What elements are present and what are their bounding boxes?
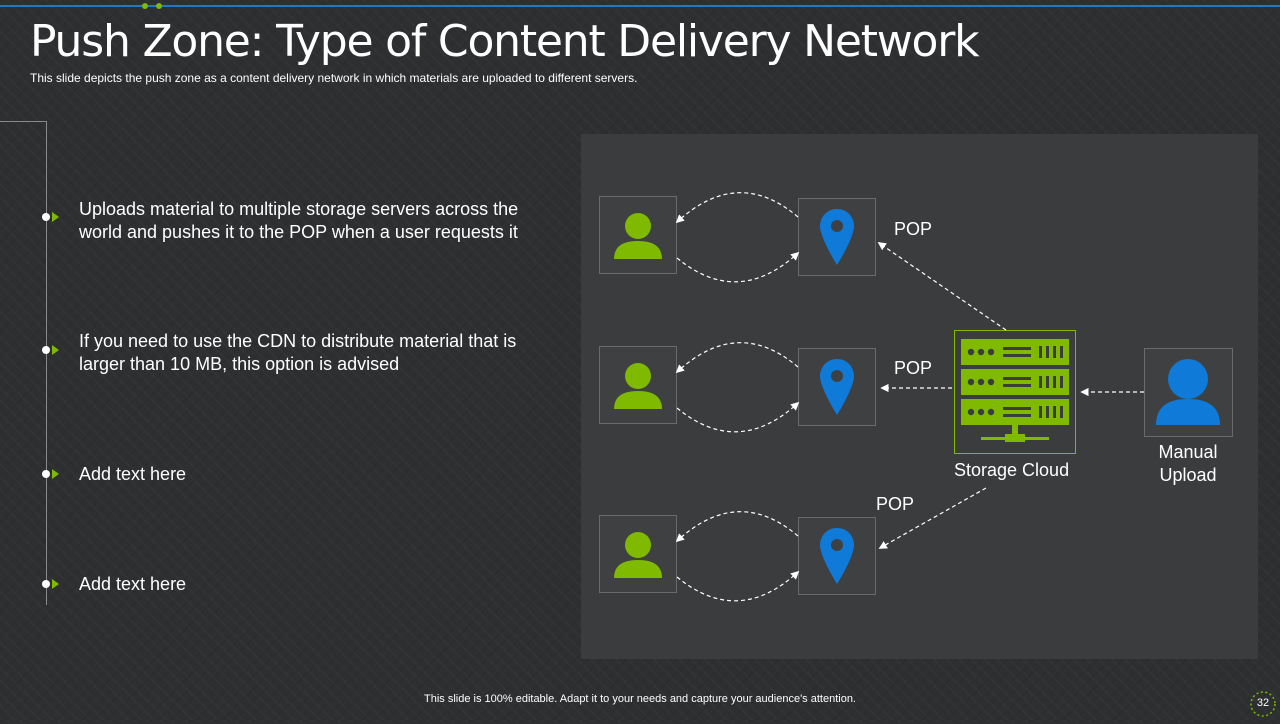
location-pin-icon [820, 209, 854, 265]
bullet-marker [42, 468, 62, 480]
bullet-text-4: Add text here [79, 574, 187, 594]
manual-upload-label-line2: Upload [1159, 465, 1217, 485]
bullet-marker [42, 211, 62, 223]
bullet-text-3: Add text here [79, 464, 187, 484]
top-dot [156, 3, 162, 9]
timeline-top-line [0, 121, 47, 122]
storage-cloud-label: Storage Cloud [954, 460, 1070, 480]
pop-box [798, 348, 876, 426]
user-icon [614, 532, 662, 578]
timeline-line [46, 121, 47, 605]
user-box [599, 346, 677, 424]
location-pin-icon [820, 528, 854, 584]
top-accent-line [0, 5, 1280, 7]
slide-subtitle: This slide depicts the push zone as a co… [30, 71, 638, 85]
user-icon [614, 213, 662, 259]
storage-box [954, 330, 1076, 454]
pop-label: POP [894, 358, 933, 378]
pop-label: POP [876, 494, 915, 514]
user-box [599, 515, 677, 593]
user-icon [614, 363, 662, 409]
page-number-badge: 32 [1248, 689, 1278, 719]
top-dot [142, 3, 148, 9]
badge-ring-icon [1250, 691, 1276, 717]
page-number: 32 [1256, 697, 1270, 709]
server-icon [961, 339, 1069, 442]
manual-upload-label-line1: Manual [1158, 442, 1218, 462]
user-icon-blue [1156, 359, 1220, 425]
bullet-marker [42, 578, 62, 590]
bullet-text-1: Uploads material to multiple storage ser… [79, 199, 519, 242]
bullet-marker [42, 344, 62, 356]
location-pin-icon [820, 359, 854, 415]
bullet-text-2: If you need to use the CDN to distribute… [79, 331, 517, 374]
user-box [599, 196, 677, 274]
slide-title: Push Zone: Type of Content Delivery Netw… [30, 16, 980, 67]
pop-box [798, 198, 876, 276]
manual-upload-box [1144, 348, 1233, 437]
pop-label: POP [894, 219, 933, 239]
footer-note: This slide is 100% editable. Adapt it to… [424, 693, 856, 705]
pop-box [798, 517, 876, 595]
